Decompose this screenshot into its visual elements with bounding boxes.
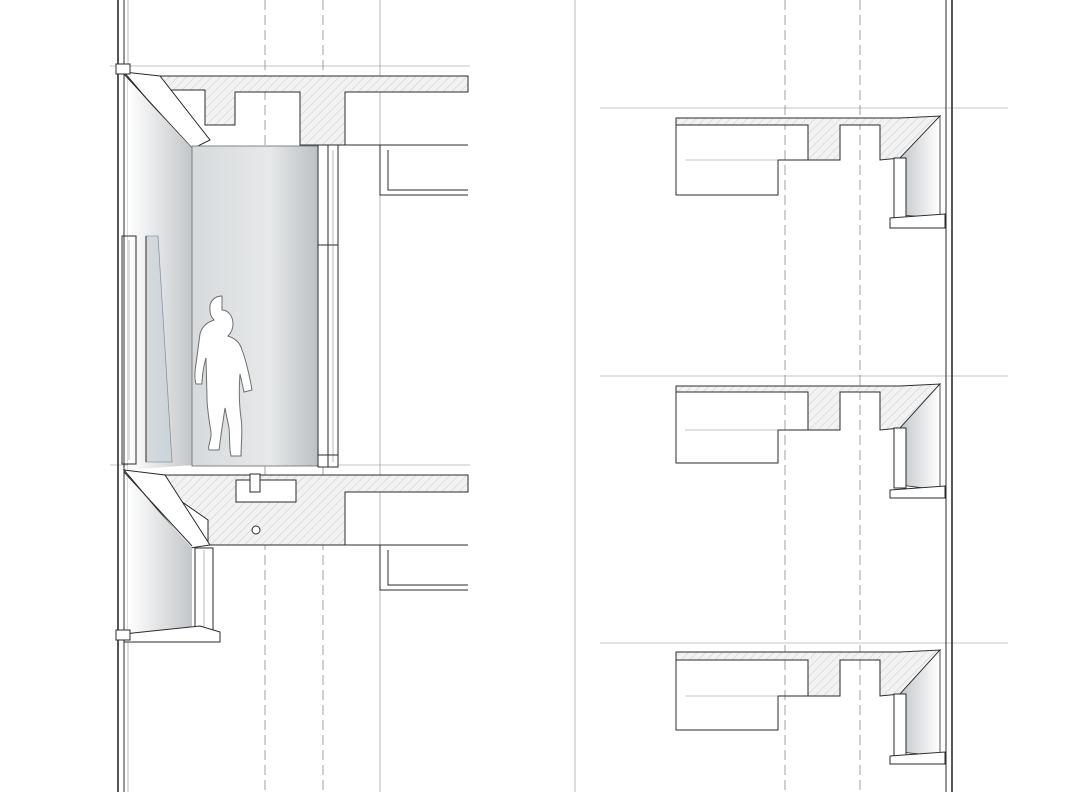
typical-bay-2: [675, 382, 946, 499]
glazing-panel: [121, 235, 173, 465]
typical-bay-1: [675, 115, 946, 229]
right-curtain-wall: [945, 0, 953, 792]
upper-floor-slab: [138, 75, 469, 196]
human-figure-scale: [194, 295, 253, 457]
enlarged-section-view: [110, 0, 470, 792]
lower-floor-slab: [148, 473, 469, 591]
typical-section-view: [574, 0, 1008, 792]
typical-bay-3: [675, 648, 946, 765]
inner-window-frame: [317, 144, 339, 468]
lower-angled-fin: [115, 469, 221, 643]
outer-curtain-wall: [117, 0, 129, 792]
